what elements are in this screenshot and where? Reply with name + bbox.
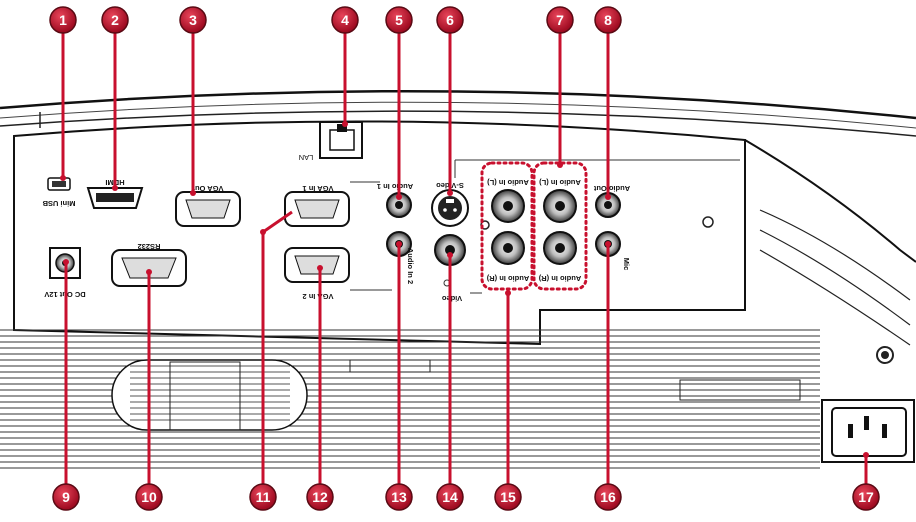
callout-anchor-2	[112, 185, 118, 191]
label-audio-in-1: Audio In 1	[377, 182, 413, 191]
callout-badge-2	[101, 6, 129, 34]
vent-grille	[0, 329, 820, 469]
callout-anchor-6	[447, 190, 453, 196]
callout-badge-6	[436, 6, 464, 34]
ac-power-inlet	[821, 399, 915, 463]
label-video: Video	[441, 294, 462, 303]
callout-anchor-4	[342, 121, 348, 127]
callout-number-17: 17	[858, 489, 874, 505]
callout-number-15: 15	[500, 489, 516, 505]
callout-badge-5	[385, 6, 413, 34]
callout-number-9: 9	[62, 489, 70, 505]
callout-number-13: 13	[391, 489, 407, 505]
callout-anchor-8	[605, 194, 611, 200]
callout-number-1: 1	[59, 12, 67, 28]
vga-in-2-port	[284, 247, 350, 283]
callout-badge-3	[179, 6, 207, 34]
callout-number-8: 8	[604, 12, 612, 28]
label-mini-usb: Mini USB	[42, 199, 75, 208]
label-audio-in-r-b: Audio In (R)	[538, 274, 581, 283]
s-video-port	[431, 189, 469, 227]
callout-number-7: 7	[556, 12, 564, 28]
lan-port	[319, 121, 363, 159]
vga-out-port	[175, 191, 241, 227]
callout-number-2: 2	[111, 12, 119, 28]
callout-badge-11	[249, 483, 277, 511]
callout-anchor-5	[396, 194, 402, 200]
rca-highlight-boxes	[480, 161, 588, 291]
callout-badge-16	[594, 483, 622, 511]
label-lan: LAN	[299, 153, 314, 162]
projector-housing	[0, 89, 916, 346]
callout-badge-10	[135, 483, 163, 511]
mini-usb-port	[47, 177, 71, 191]
label-audio-in-l-a: Audio In (L)	[487, 178, 529, 187]
audio-out-jack	[595, 192, 621, 218]
callout-anchor-9	[63, 259, 69, 265]
label-audio-in-r-a: Audio In (R)	[486, 274, 529, 283]
vga-in-1-port	[284, 191, 350, 227]
callout-anchor-15	[505, 290, 511, 296]
callout-anchor-16	[605, 241, 611, 247]
callout-number-5: 5	[395, 12, 403, 28]
callout-anchor-13	[396, 241, 402, 247]
callout-badge-12	[306, 483, 334, 511]
callout-badge-15	[494, 483, 522, 511]
callout-badge-13	[385, 483, 413, 511]
callout-number-6: 6	[446, 12, 454, 28]
label-vga-in-1: VGA In 1	[303, 184, 334, 193]
callout-badge-4	[331, 6, 359, 34]
callout-badge-8	[594, 6, 622, 34]
video-jack	[434, 234, 466, 266]
callout-badge-9	[52, 483, 80, 511]
callout-anchor-12	[317, 265, 323, 271]
callout-number-10: 10	[141, 489, 157, 505]
audio-rca-jacks	[491, 189, 577, 265]
callout-anchor-3	[190, 190, 196, 196]
callout-badge-17	[852, 483, 880, 511]
label-vga-in-2: VGA In 2	[303, 292, 334, 301]
callout-badge-7	[546, 6, 574, 34]
callout-number-14: 14	[442, 489, 458, 505]
callout-anchor-1	[60, 175, 66, 181]
callout-number-4: 4	[341, 12, 349, 28]
label-rs232: RS232	[138, 242, 161, 251]
callout-number-16: 16	[600, 489, 616, 505]
label-audio-in-l-b: Audio In (L)	[539, 178, 581, 187]
ports	[47, 121, 915, 463]
callout-anchor-11	[260, 229, 266, 235]
callout-number-12: 12	[312, 489, 328, 505]
label-vga-out: VGA Out	[192, 184, 223, 193]
label-audio-in-2: Audio In 2	[406, 248, 415, 284]
callout-anchor-10	[146, 269, 152, 275]
callout-badge-14	[436, 483, 464, 511]
label-mic: Mic	[622, 258, 631, 271]
callout-number-3: 3	[189, 12, 197, 28]
callout-anchor-7	[557, 162, 563, 168]
callout-anchor-17	[863, 452, 869, 458]
callout-anchor-14	[447, 252, 453, 258]
callout-badge-1	[49, 6, 77, 34]
label-audio-out: Audio Out	[593, 184, 630, 193]
hdmi-port	[86, 187, 144, 209]
callout-number-11: 11	[256, 489, 271, 505]
